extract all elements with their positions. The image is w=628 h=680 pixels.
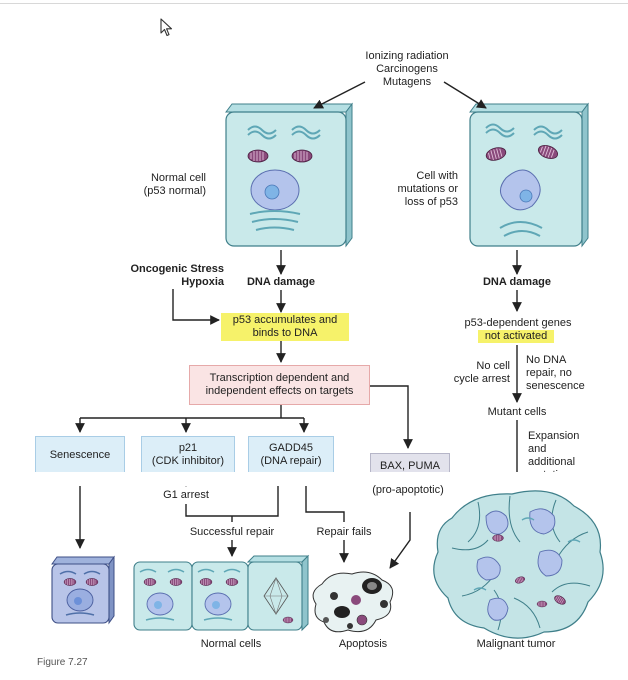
normal-cell-illustration: [225, 102, 353, 248]
top-divider: [0, 3, 628, 4]
p21-box: p21(CDK inhibitor): [141, 436, 235, 474]
apoptosis-label: Apoptosis: [338, 638, 388, 650]
repair-fails-label: Repair fails: [316, 526, 372, 538]
g1-arrest-label: G1 arrest: [163, 489, 209, 501]
normal-cells-label: Normal cells: [200, 638, 262, 650]
successful-repair-label: Successful repair: [189, 526, 275, 538]
p53-dependent-genes-label: p53-dependent genes: [464, 317, 572, 329]
mouse-cursor-icon: [160, 18, 173, 37]
apoptosis-illustration: [312, 571, 394, 633]
dna-damage-left: DNA damage: [246, 276, 316, 288]
mutant-cells-label: Mutant cells: [487, 406, 547, 418]
not-activated-label: not activated: [478, 330, 554, 343]
normal-cells-illustration: [133, 554, 310, 632]
figure-label: Figure 7.27: [37, 657, 88, 668]
pro-apoptotic-label: (pro-apoptotic): [372, 484, 444, 496]
malignant-tumor-label: Malignant tumor: [476, 638, 556, 650]
senescence-box: Senescence: [35, 436, 125, 474]
screenshot-seam: [12, 472, 620, 486]
dna-damage-right: DNA damage: [482, 276, 552, 288]
mutant-cell-illustration: [469, 102, 589, 248]
gadd45-box: GADD45(DNA repair): [248, 436, 334, 474]
senescent-cell-illustration: [51, 555, 115, 625]
malignant-tumor-illustration: [433, 490, 604, 639]
normal-cell-label: Normal cell(p53 normal): [143, 172, 206, 197]
